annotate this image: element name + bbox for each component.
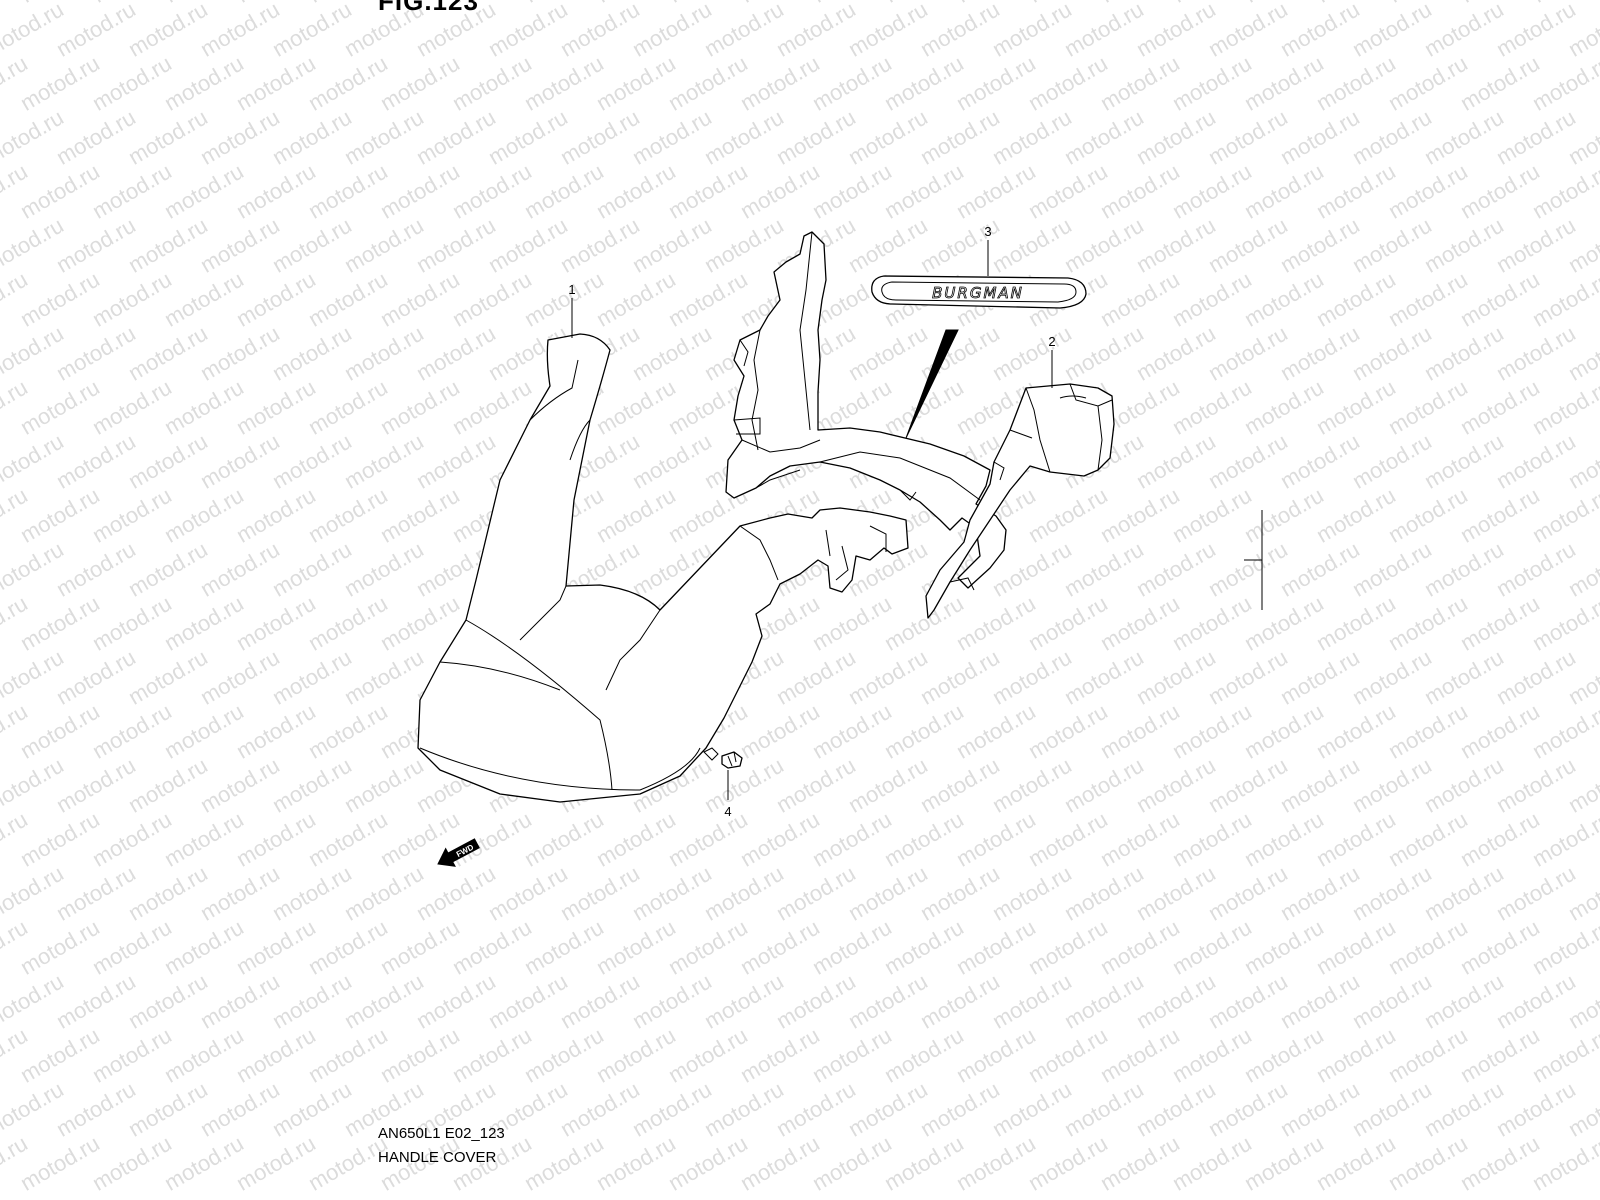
emblem-text: BURGMAN bbox=[932, 284, 1024, 302]
figure-title: FIG.123 bbox=[378, 0, 479, 16]
model-code: AN650L1 E02_123 bbox=[378, 1125, 505, 1142]
callout-1: 1 bbox=[568, 282, 575, 297]
part-2-side-cover[interactable] bbox=[925, 383, 1115, 619]
callout-3: 3 bbox=[984, 224, 991, 239]
inner-handle-cover[interactable] bbox=[725, 231, 1007, 589]
callout-2: 2 bbox=[1048, 334, 1055, 349]
part-4-screw[interactable] bbox=[703, 747, 743, 769]
fwd-arrow-icon: FWD bbox=[437, 838, 480, 867]
part-1-front-handle-cover[interactable] bbox=[417, 333, 909, 803]
margin-bracket bbox=[1244, 510, 1263, 610]
section-name: HANDLE COVER bbox=[378, 1149, 497, 1166]
callout-4: 4 bbox=[724, 804, 731, 819]
part-3-burgman-emblem[interactable]: BURGMAN bbox=[871, 275, 1087, 309]
install-direction-arrow bbox=[905, 329, 959, 439]
